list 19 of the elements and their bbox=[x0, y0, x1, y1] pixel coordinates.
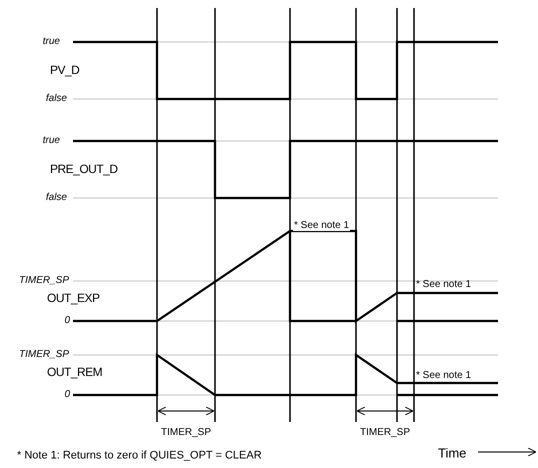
dimension-label: TIMER_SP bbox=[360, 428, 410, 438]
note-reference: * See note 1 bbox=[416, 280, 472, 290]
signal-name: OUT_REM bbox=[47, 366, 102, 378]
level-label: TIMER_SP bbox=[18, 276, 69, 286]
level-label: true bbox=[42, 37, 60, 47]
footnote: * Note 1: Returns to zero if QUIES_OPT = CLEAR bbox=[17, 450, 262, 462]
dimension-label: TIMER_SP bbox=[161, 428, 211, 438]
level-label: false bbox=[46, 193, 67, 203]
note-reference: * See note 1 bbox=[293, 221, 350, 231]
note-reference: * See note 1 bbox=[416, 371, 472, 381]
level-label: true bbox=[42, 136, 60, 146]
level-label: 0 bbox=[64, 316, 70, 326]
level-label: TIMER_SP bbox=[18, 350, 69, 360]
level-label: 0 bbox=[64, 390, 70, 400]
signal-name: PRE_OUT_D bbox=[50, 163, 118, 175]
level-label: false bbox=[46, 94, 67, 104]
axis-label: Time bbox=[438, 446, 466, 460]
signal-name: PV_D bbox=[50, 64, 80, 76]
signal-name: OUT_EXP bbox=[47, 292, 100, 304]
